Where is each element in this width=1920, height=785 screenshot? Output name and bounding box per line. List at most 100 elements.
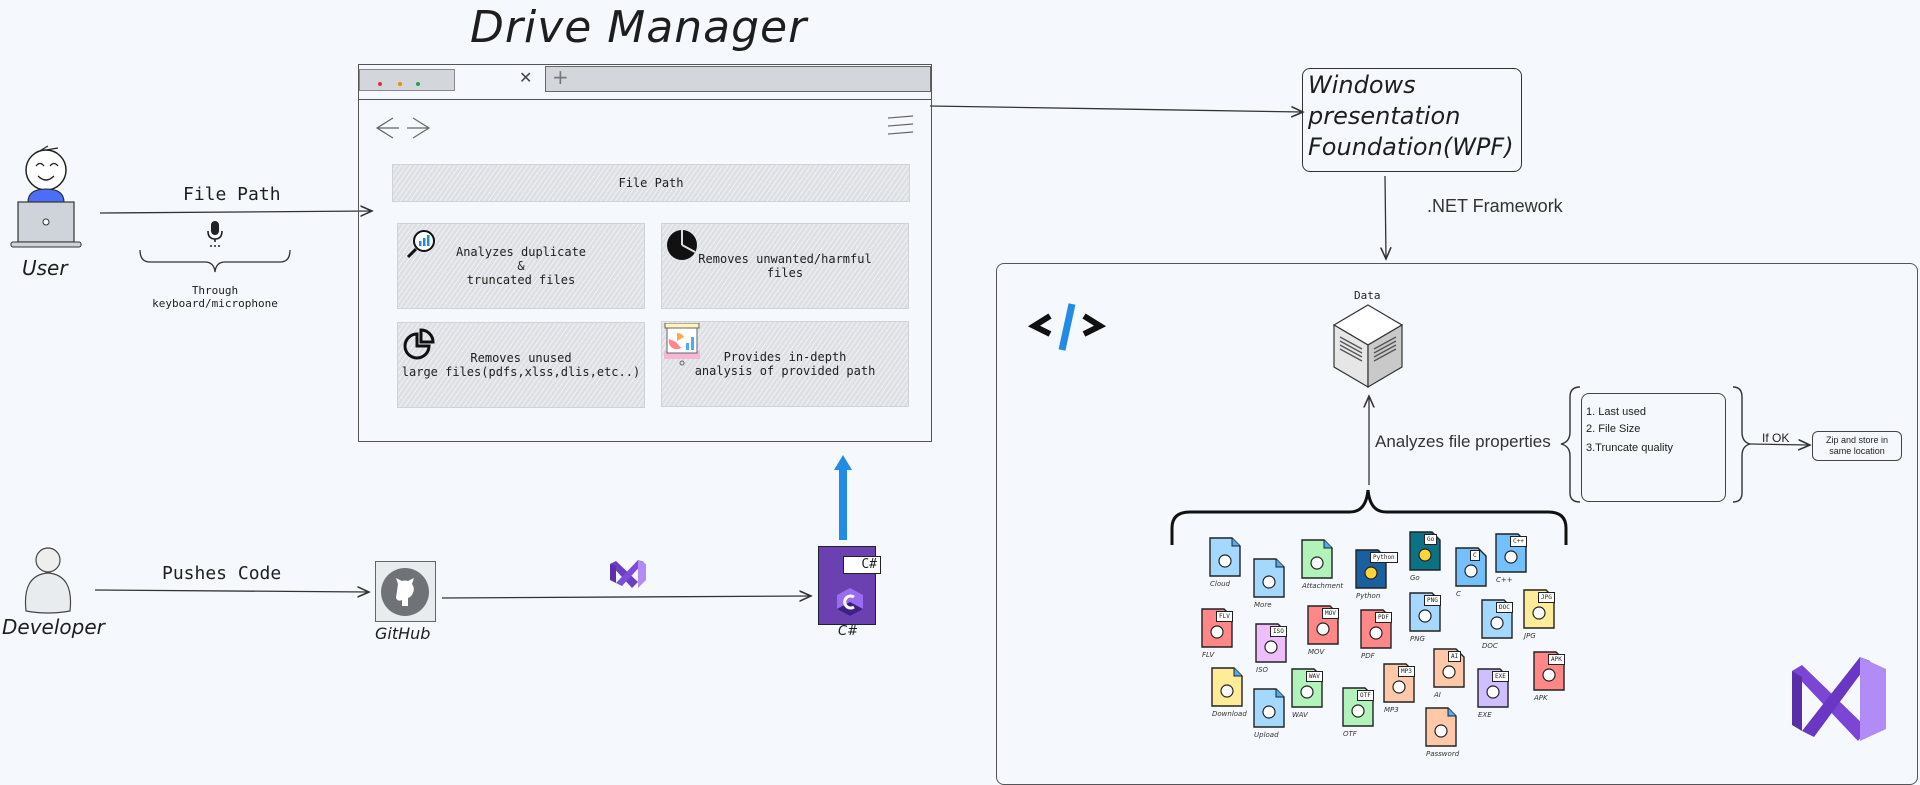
pushes-code-arrow (94, 590, 369, 592)
feature-text: Provides in-depth analysis of provided p… (694, 350, 876, 378)
wpf-to-panel-arrow (1385, 175, 1386, 259)
feature-text: Removes unused large files(pdfs,xlss,dli… (401, 351, 641, 379)
file-label: AI (1434, 691, 1441, 699)
file-label: Python (1356, 592, 1381, 600)
file-label: Go (1410, 574, 1420, 582)
analyzes-props-label: Analyzes file properties (1375, 432, 1551, 451)
pie-slice-icon (403, 328, 435, 360)
if-ok-arrow (1749, 444, 1810, 445)
property-item: 2. File Size (1586, 423, 1641, 435)
deploy-arrow-head (834, 455, 852, 470)
document-icon (1301, 539, 1333, 579)
page-title: Drive Manager (470, 2, 808, 53)
minimize-dot-icon[interactable] (398, 82, 402, 86)
file-badge: WAV (1306, 671, 1323, 682)
forward-arrow-icon[interactable] (407, 117, 431, 139)
developer-label: Developer (2, 615, 105, 639)
file-path-input[interactable]: File Path (392, 164, 910, 202)
input-brace (139, 249, 291, 273)
csharp-badge: C# (843, 556, 881, 574)
feature-card-duplicates: Analyzes duplicate & truncated files (397, 223, 645, 309)
file-icon-download: Download (1210, 666, 1247, 718)
user-avatar-icon (10, 145, 82, 248)
pushes-code-edge-label: Pushes Code (162, 563, 282, 584)
feature-text: Analyzes duplicate & truncated files (455, 245, 587, 287)
csharp-logo-icon (837, 588, 863, 616)
github-node (375, 561, 436, 622)
document-icon (1211, 667, 1243, 707)
file-label: APK (1534, 694, 1548, 702)
document-icon (1425, 707, 1457, 747)
file-label: FLV (1202, 651, 1215, 659)
file-badge: PNG (1424, 595, 1441, 606)
code-tag-icon (1028, 303, 1107, 351)
file-icon-c: C++ C++ (1494, 532, 1528, 584)
file-label: More (1254, 601, 1272, 609)
github-icon (381, 568, 429, 616)
file-label: MP3 (1384, 706, 1399, 714)
file-icon-wav: WAV WAV (1290, 667, 1324, 719)
file-label: Cloud (1210, 580, 1230, 588)
file-label: DOC (1482, 642, 1498, 650)
feature-card-large-files: Removes unused large files(pdfs,xlss,dli… (397, 322, 645, 408)
file-badge: C (1470, 550, 1480, 561)
file-label: JPG (1524, 632, 1536, 640)
file-label: C (1456, 590, 1461, 598)
file-badge: OTF (1357, 690, 1374, 701)
csharp-node: C# (818, 546, 881, 625)
github-label: GitHub (375, 624, 431, 643)
file-badge: C++ (1510, 536, 1527, 547)
drive-manager-window: ✕ + File Path Analyzes duplicate & trunc… (358, 64, 932, 442)
props-brace-left (1560, 386, 1581, 503)
document-icon (1209, 537, 1241, 577)
window-controls-tab[interactable] (359, 69, 455, 91)
file-path-edge-label: File Path (183, 184, 281, 205)
file-path-arrow (99, 211, 372, 213)
file-badge: JPG (1538, 592, 1555, 603)
feature-text: Removes unwanted/harmful files (698, 252, 872, 280)
hamburger-menu-icon[interactable] (885, 113, 915, 139)
file-icon-iso: ISO ISO (1254, 622, 1288, 674)
developer-avatar-icon (24, 547, 72, 614)
pie-chart-icon (667, 230, 697, 260)
file-badge: PDF (1375, 612, 1392, 623)
close-tab-icon[interactable]: ✕ (519, 68, 533, 87)
file-badge: MOV (1322, 608, 1339, 619)
file-label: Upload (1254, 731, 1279, 739)
file-badge: Go (1424, 534, 1438, 545)
file-icon-jpg: JPG JPG (1522, 588, 1556, 640)
maximize-dot-icon[interactable] (416, 82, 420, 86)
file-icon-more: More (1252, 557, 1286, 609)
file-label: ISO (1256, 666, 1269, 674)
properties-box (1581, 393, 1726, 502)
browser-to-wpf-arrow (929, 105, 1303, 112)
back-arrow-icon[interactable] (375, 117, 399, 139)
new-tab-icon[interactable]: + (552, 65, 569, 89)
file-icon-password: Password (1424, 706, 1459, 758)
file-badge: ISO (1270, 626, 1287, 637)
file-icon-attachment: Attachment (1300, 538, 1343, 590)
file-label: C++ (1496, 576, 1513, 584)
data-label: Data (1354, 289, 1381, 302)
input-method-label: Through keyboard/microphone (152, 284, 278, 310)
property-item: 3.Truncate quality (1586, 442, 1674, 454)
zip-store-node: Zip and store in same location (1812, 431, 1902, 461)
net-framework-label: .NET Framework (1427, 196, 1563, 216)
nav-arrows (375, 117, 431, 139)
file-badge: MP3 (1398, 666, 1415, 677)
user-label: User (22, 256, 68, 280)
close-dot-icon[interactable] (378, 82, 382, 86)
file-label: WAV (1292, 711, 1308, 719)
visual-studio-icon (610, 560, 646, 588)
files-brace (1170, 489, 1568, 545)
file-icon-upload: Upload (1252, 687, 1286, 739)
